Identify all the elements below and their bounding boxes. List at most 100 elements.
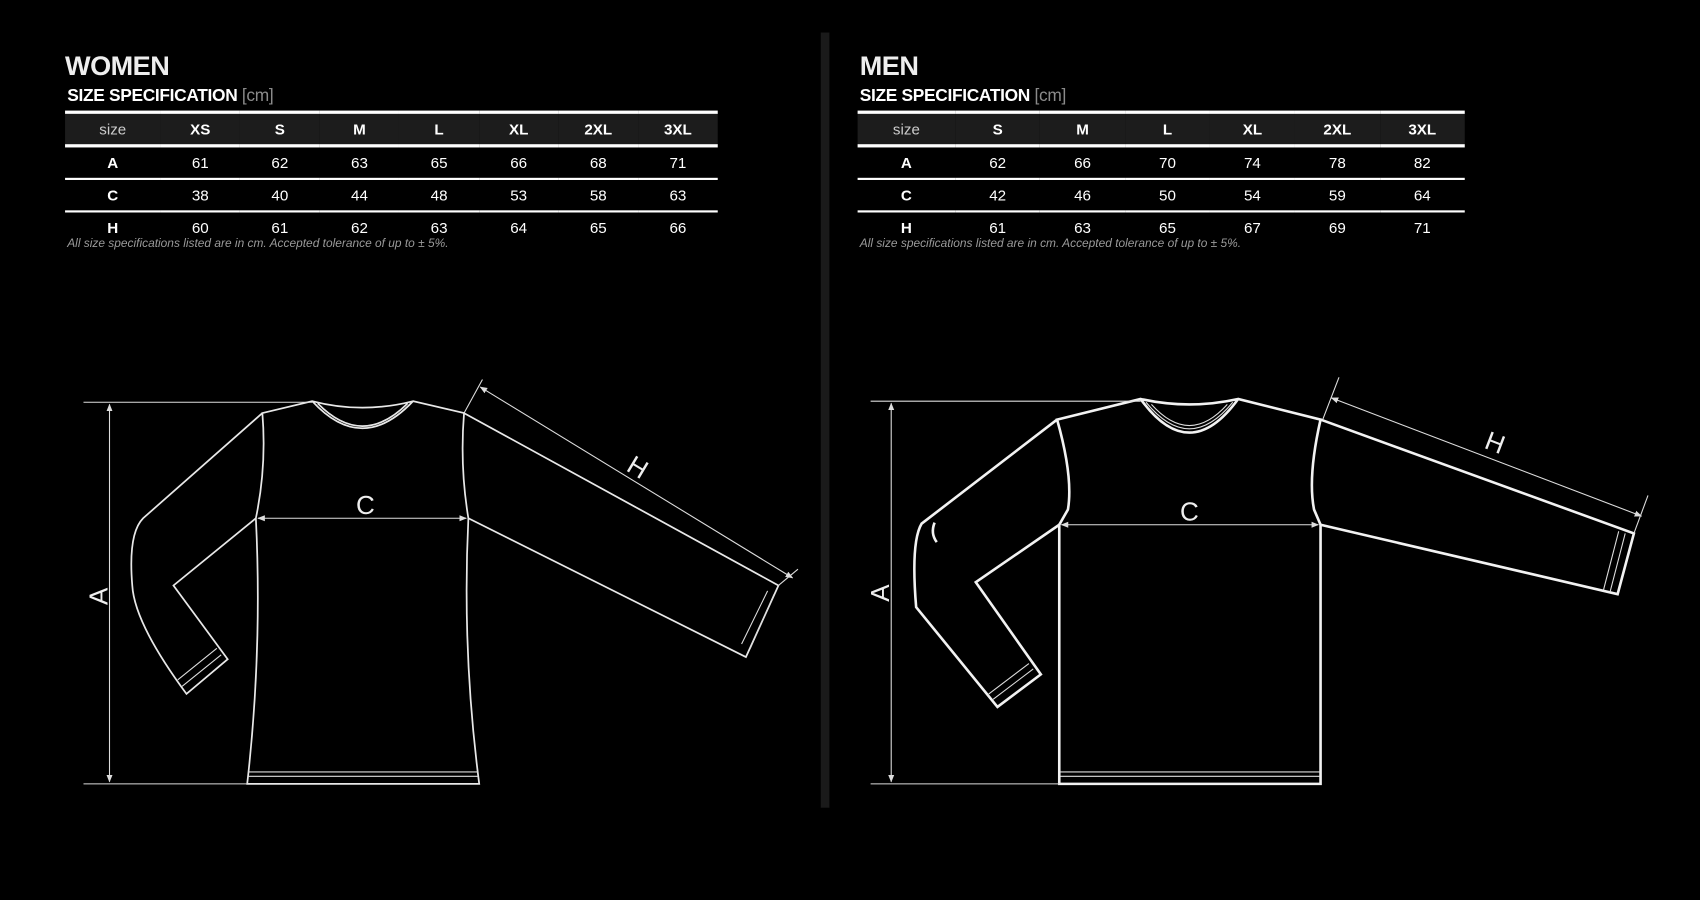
women-left-cuff — [177, 647, 222, 687]
women-right-cuff — [741, 590, 775, 649]
row-label: C — [857, 178, 956, 213]
table-cell: 69 — [1328, 219, 1346, 237]
men-h-dimension — [1330, 397, 1643, 517]
men-shirt-diagram: A C H — [865, 377, 1649, 786]
column-header-xs: XS — [160, 110, 241, 148]
men-left-sleeve — [913, 418, 1061, 709]
table-cell: 74 — [1209, 145, 1295, 180]
table-cell: 62 — [955, 145, 1041, 180]
men-neckline — [1139, 398, 1240, 434]
men-note: All size specifications listed are in cm… — [859, 237, 1242, 251]
column-header-size: size — [857, 110, 956, 148]
men-a-label: A — [865, 584, 895, 602]
table-cell: 66 — [669, 219, 687, 237]
column-header-2xl: 2XL — [1294, 110, 1380, 148]
table-cell: 59 — [1294, 178, 1380, 213]
row-label: C — [65, 178, 161, 213]
table-cell: 44 — [319, 178, 400, 213]
women-neckline — [311, 400, 414, 430]
table-cell: 54 — [1209, 178, 1295, 213]
men-right-sleeve — [1320, 418, 1636, 596]
panel-divider — [820, 32, 830, 808]
column-header-s: S — [240, 110, 320, 148]
men-neck-rib — [1145, 401, 1234, 430]
women-subtitle: SIZE SPECIFICATION [cm] — [67, 86, 274, 107]
table-cell: 63 — [430, 219, 448, 237]
women-shirt-diagram: A C H — [83, 379, 799, 785]
men-left-sleeve-fold — [931, 522, 938, 543]
women-h-extension — [463, 379, 483, 414]
table-cell: 42 — [955, 178, 1041, 213]
men-h-extension — [1633, 495, 1649, 534]
unit-text: [cm] — [241, 86, 274, 106]
row-label: H — [900, 219, 912, 237]
column-header-s: S — [955, 110, 1041, 148]
row-label: A — [857, 145, 956, 180]
table-cell: 64 — [1379, 178, 1465, 213]
table-cell: 61 — [160, 145, 241, 180]
women-c-label: C — [356, 490, 375, 520]
table-cell: 66 — [478, 145, 559, 180]
column-header-m: M — [1040, 110, 1126, 148]
men-h-extension — [1322, 377, 1340, 420]
table-cell: 61 — [989, 219, 1007, 237]
table-cell: 71 — [638, 145, 718, 180]
women-h-dimension — [479, 386, 794, 579]
table-cell: 46 — [1040, 178, 1126, 213]
table-cell: 78 — [1294, 145, 1380, 180]
table-cell: 65 — [1159, 219, 1176, 237]
row-label: H — [107, 219, 119, 237]
women-left-sleeve — [130, 412, 263, 696]
column-header-3xl: 3XL — [638, 110, 718, 148]
table-row: H 61 63 65 67 69 71 — [858, 211, 1465, 242]
table-cell: 61 — [271, 219, 289, 237]
column-header-3xl: 3XL — [1379, 110, 1465, 148]
table-cell: 65 — [399, 145, 479, 180]
men-shirt-body — [1055, 397, 1323, 786]
men-h-label: H — [1481, 425, 1509, 460]
row-label: A — [65, 145, 161, 180]
women-hem — [248, 771, 479, 777]
table-cell: 62 — [351, 219, 368, 237]
table-cell: 58 — [558, 178, 639, 213]
table-cell: 65 — [589, 219, 607, 237]
column-header-xl: XL — [1209, 110, 1295, 148]
table-cell: 63 — [638, 178, 718, 213]
column-header-size: size — [65, 110, 161, 148]
men-c-label: C — [1180, 496, 1199, 526]
table-cell: 40 — [240, 178, 320, 213]
men-right-cuff — [1603, 531, 1626, 593]
column-header-2xl: 2XL — [558, 110, 639, 148]
table-cell: 63 — [319, 145, 400, 180]
unit-text: [cm] — [1034, 86, 1066, 106]
column-header-l: L — [399, 110, 479, 148]
table-cell: 67 — [1243, 219, 1261, 237]
table-cell: 68 — [558, 145, 639, 180]
table-cell: 60 — [191, 219, 209, 237]
table-cell: 71 — [1413, 219, 1431, 237]
table-cell: 70 — [1125, 145, 1210, 180]
table-cell: 38 — [160, 178, 241, 213]
women-right-sleeve — [463, 412, 780, 659]
column-header-l: L — [1125, 110, 1210, 148]
men-left-cuff — [988, 663, 1034, 700]
men-subtitle: SIZE SPECIFICATION [cm] — [859, 86, 1067, 107]
table-cell: 50 — [1125, 178, 1210, 213]
table-cell: 66 — [1040, 145, 1126, 180]
subtitle-text: SIZE SPECIFICATION — [859, 86, 1031, 106]
women-h-label: H — [622, 449, 654, 484]
column-header-xl: XL — [478, 110, 559, 148]
table-cell: 64 — [510, 219, 528, 237]
women-a-label: A — [83, 587, 113, 605]
table-cell: 53 — [478, 178, 559, 213]
men-title: MEN — [859, 50, 919, 82]
table-cell: 63 — [1074, 219, 1092, 237]
